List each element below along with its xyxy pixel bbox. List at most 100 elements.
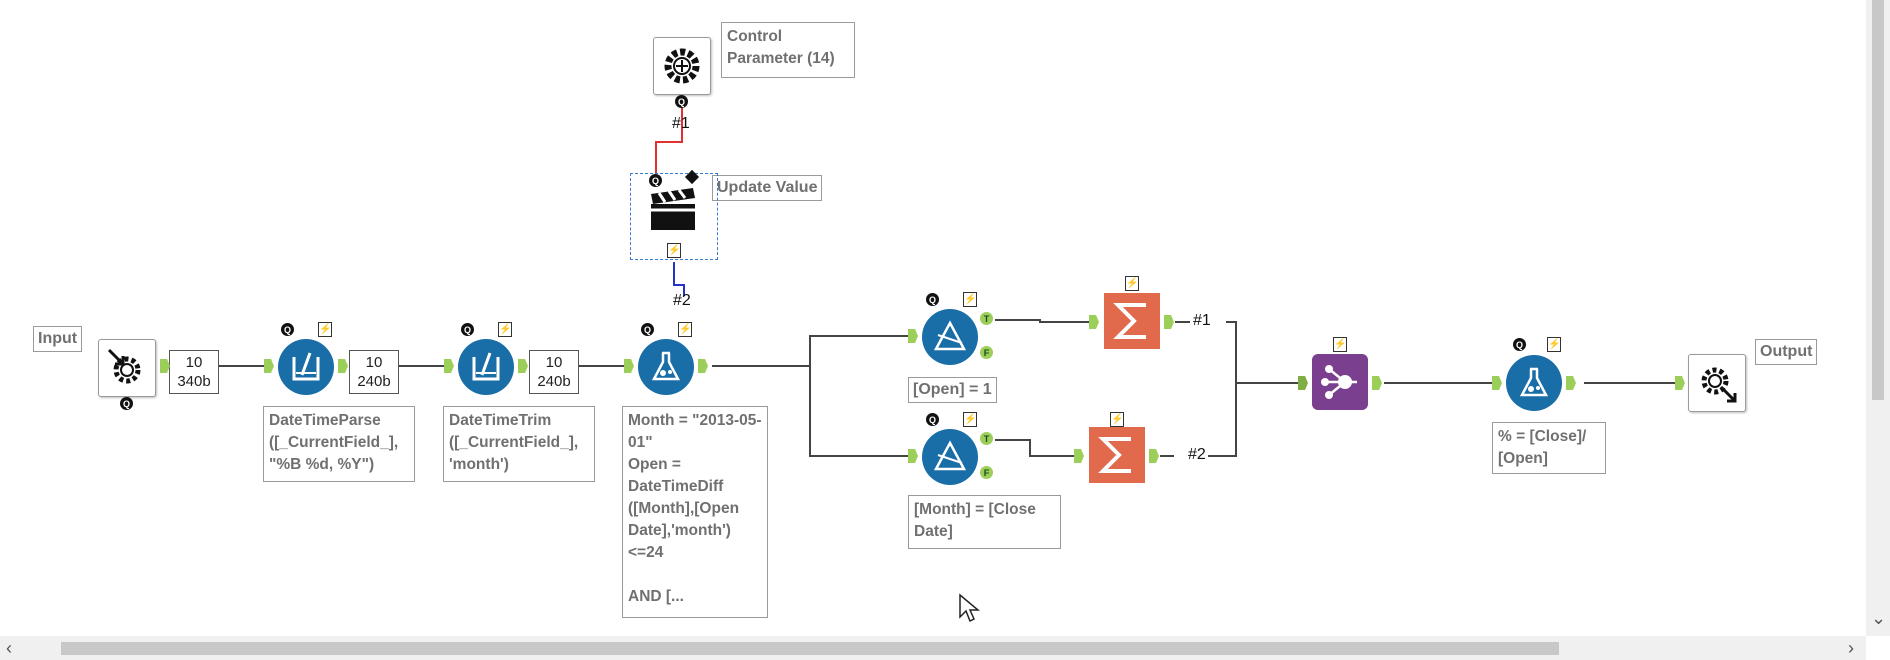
bolt-badge: ⚡ <box>963 292 977 307</box>
record-count-box: 10 240b <box>529 350 579 394</box>
bolt-badge: ⚡ <box>963 412 977 427</box>
annotation-datetimetrim: DateTimeTrim ([_CurrentField_], 'month') <box>443 406 595 482</box>
scroll-down-icon[interactable]: ⌄ <box>1871 608 1887 628</box>
question-badge: Q <box>675 95 688 108</box>
filter-tool-open[interactable] <box>922 309 978 365</box>
summarize-sigma-icon <box>1113 303 1146 339</box>
true-anchor[interactable]: T <box>980 432 993 445</box>
output-anchor[interactable] <box>1372 376 1382 390</box>
connection-wires <box>171 108 1676 457</box>
annotation-update-value: Update Value <box>712 175 823 201</box>
annotation-output: Output <box>1755 339 1818 365</box>
filter-icon <box>933 440 967 471</box>
input-anchor[interactable] <box>1675 376 1685 390</box>
scroll-right-icon[interactable]: › <box>1848 638 1854 658</box>
output-anchor[interactable] <box>1566 376 1576 390</box>
data-size: 240b <box>357 373 391 390</box>
record-count: 10 <box>545 354 563 371</box>
formula-tool-month-open[interactable] <box>638 339 694 395</box>
formula-flask-icon <box>651 351 681 381</box>
formula-flask-icon <box>1519 367 1549 397</box>
bolt-badge: ⚡ <box>498 322 512 337</box>
record-count: 10 <box>365 354 383 371</box>
input-anchor[interactable] <box>444 359 454 373</box>
vertical-scrollbar[interactable]: ⌄ <box>1866 0 1890 636</box>
bolt-badge: ⚡ <box>678 322 692 337</box>
annotation-formula-percent: % = [Close]/ [Open] <box>1492 422 1606 474</box>
input-anchor[interactable] <box>264 359 274 373</box>
wire-label-control-1: #1 <box>672 115 690 132</box>
scroll-left-icon[interactable]: ‹ <box>6 638 12 658</box>
question-badge: Q <box>281 323 294 336</box>
annotation-filter-open: [Open] = 1 <box>908 377 997 403</box>
annotation-formula-month-open: Month = "2013-05-01" Open = DateTimeDiff… <box>622 406 768 618</box>
wire-label-control-2: #2 <box>673 292 691 309</box>
output-anchor[interactable] <box>338 359 348 373</box>
macro-input-icon <box>107 348 141 384</box>
input-anchor[interactable] <box>908 329 918 343</box>
record-count-box: 10 340b <box>169 350 219 394</box>
macro-input-tool[interactable] <box>98 339 156 397</box>
union-icon <box>1321 365 1357 399</box>
output-anchor[interactable] <box>160 359 170 373</box>
control-parameter-icon <box>664 48 700 84</box>
action-tool[interactable] <box>648 187 700 233</box>
output-anchor[interactable] <box>1164 315 1174 329</box>
workflow-canvas[interactable]: Input Control Parameter (14) Update Valu… <box>0 0 1866 636</box>
summarize-sigma-icon <box>1098 437 1131 473</box>
selection-box <box>630 173 718 260</box>
question-badge: Q <box>641 323 654 336</box>
bolt-badge: ⚡ <box>318 322 332 337</box>
output-anchor[interactable] <box>1149 449 1159 463</box>
datetime-icon <box>472 352 500 381</box>
input-anchor[interactable] <box>1089 315 1099 329</box>
union-tool[interactable] <box>1312 354 1368 410</box>
question-badge: Q <box>120 397 133 410</box>
record-count: 10 <box>185 354 203 371</box>
annotation-control-parameter: Control Parameter (14) <box>721 22 855 78</box>
input-anchor[interactable] <box>1492 376 1502 390</box>
bolt-badge: ⚡ <box>1110 412 1124 427</box>
question-badge: Q <box>461 323 474 336</box>
summarize-tool-2[interactable] <box>1089 427 1145 483</box>
question-badge: Q <box>1513 338 1526 351</box>
macro-output-tool[interactable] <box>1688 354 1746 412</box>
bolt-badge: ⚡ <box>1333 337 1347 352</box>
filter-tool-month[interactable] <box>922 429 978 485</box>
input-anchor[interactable] <box>908 449 918 463</box>
horizontal-scroll-thumb[interactable] <box>61 642 1559 655</box>
bolt-badge: ⚡ <box>1547 337 1561 352</box>
record-count-box: 10 240b <box>349 350 399 394</box>
annotation-input: Input <box>33 326 83 352</box>
control-parameter-tool[interactable] <box>653 37 711 95</box>
input-anchor[interactable] <box>624 359 634 373</box>
filter-icon <box>933 320 967 351</box>
vertical-scroll-thumb[interactable] <box>1872 0 1884 400</box>
summarize-tool-1[interactable] <box>1104 293 1160 349</box>
datetime-trim-tool[interactable] <box>458 339 514 395</box>
question-badge: Q <box>926 413 939 426</box>
mouse-cursor-icon <box>959 593 980 623</box>
false-anchor[interactable]: F <box>980 466 993 479</box>
bolt-badge: ⚡ <box>1125 276 1139 291</box>
output-anchor[interactable] <box>698 359 708 373</box>
input-anchor[interactable] <box>1074 449 1084 463</box>
false-anchor[interactable]: F <box>980 346 993 359</box>
data-size: 340b <box>177 373 211 390</box>
question-badge: Q <box>649 174 662 187</box>
multi-input-anchor[interactable] <box>1298 376 1308 390</box>
output-anchor[interactable] <box>518 359 528 373</box>
action-clapperboard-icon <box>651 188 695 230</box>
bolt-badge: ⚡ <box>667 243 681 258</box>
wire-label-union-2: #2 <box>1188 446 1206 463</box>
wire-label-union-1: #1 <box>1193 312 1211 329</box>
annotation-filter-month: [Month] = [Close Date] <box>908 495 1061 549</box>
annotation-datetimeparse: DateTimeParse ([_CurrentField_], "%B %d,… <box>263 406 415 482</box>
formula-tool-percent[interactable] <box>1506 355 1562 411</box>
datetime-icon <box>292 352 320 381</box>
horizontal-scrollbar[interactable]: ‹ › <box>0 636 1866 660</box>
true-anchor[interactable]: T <box>980 312 993 325</box>
macro-output-icon <box>1701 367 1737 403</box>
datetime-parse-tool[interactable] <box>278 339 334 395</box>
question-badge: Q <box>926 293 939 306</box>
